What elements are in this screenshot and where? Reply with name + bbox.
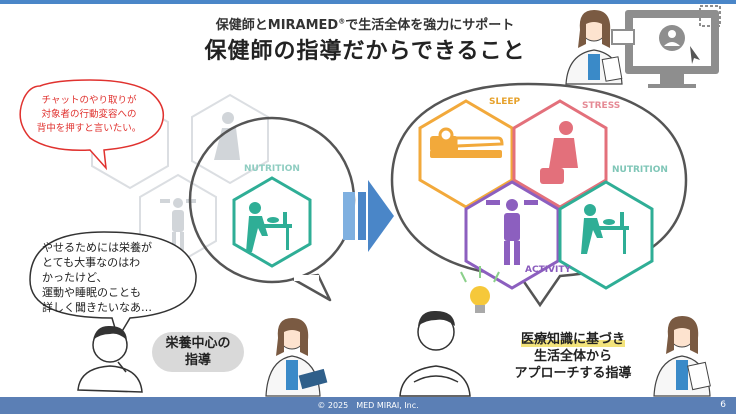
label-nutrition-right: NUTRITION: [612, 165, 668, 175]
red-bubble-text: チャットのやり取りが 対象者の行動変容への 背中を押すと言いたい。: [36, 95, 142, 134]
stress-icon: [540, 121, 578, 184]
nutrition-icon-right: [581, 204, 629, 254]
copyright-text: © 2025 MED MIRAI, Inc.: [317, 401, 419, 410]
red-speech-bubble: [19, 79, 165, 171]
holistic-guidance-text: 医療知識に基づき 生活全体から アプローチする指導: [514, 332, 632, 381]
nurse-top: [565, 10, 623, 85]
label-nutrition-left: NUTRITION: [244, 164, 300, 174]
client-speech-bubble: [29, 231, 197, 340]
client-avatar-left: [77, 325, 143, 393]
arrow-right-icon: [343, 180, 394, 252]
nurse-left: [265, 318, 328, 397]
nutrition-focus-pill: 栄養中心の 指導: [165, 336, 231, 368]
page-subtitle: 保健師とMIRAMED®で生活全体を強力にサポート: [215, 17, 515, 33]
page-title: 保健師の指導だからできること: [204, 39, 526, 64]
user-monitor-icon: [611, 5, 721, 88]
activity-icon: [486, 199, 538, 265]
page-number: 6: [720, 400, 726, 410]
label-activity: ACTIVITY: [525, 265, 572, 275]
client-speech-text: やせるためには栄養が とても大事なのはわ かったけど、 運動や睡眠のことも 詳し…: [42, 241, 152, 314]
top-accent-strip: [0, 0, 736, 4]
client-avatar-right: [399, 310, 471, 397]
footer-bar: © 2025 MED MIRAI, Inc. 6: [0, 397, 736, 414]
label-stress: STRESS: [582, 101, 621, 111]
highlighted-phrase: 医療知識に基づき: [520, 332, 625, 347]
sleep-icon: [430, 127, 504, 158]
pill-bg: [152, 332, 244, 372]
label-sleep: SLEEP: [489, 97, 521, 107]
lightbulb-icon: [460, 266, 500, 313]
nurse-right: [653, 316, 711, 397]
nutrition-icon: [246, 202, 292, 252]
